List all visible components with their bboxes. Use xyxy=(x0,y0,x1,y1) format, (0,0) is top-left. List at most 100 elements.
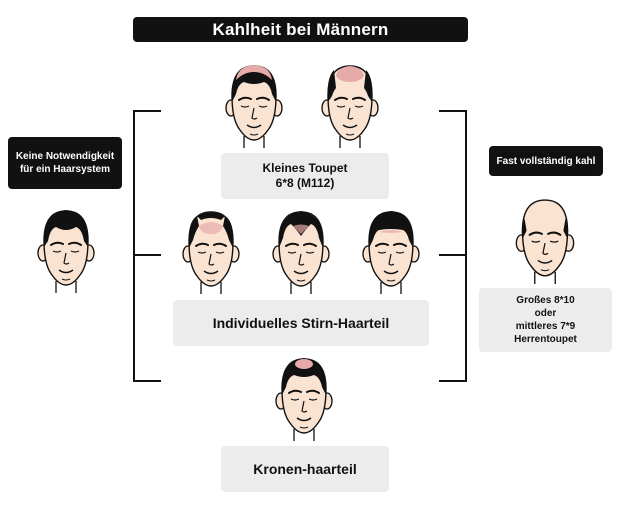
neck xyxy=(290,282,312,294)
head-full-hair-icon xyxy=(37,210,95,293)
large-toupee-line-1: Großes 8*10 xyxy=(516,295,575,306)
left-bracket-vertical xyxy=(133,110,135,382)
right-eyebrow xyxy=(393,242,407,247)
face xyxy=(521,199,569,277)
right-eye xyxy=(395,251,405,254)
mouth xyxy=(383,270,399,275)
left-eye xyxy=(377,251,387,254)
mouth xyxy=(296,417,312,422)
almost-bald-text: Fast vollständig kahl xyxy=(496,155,596,167)
left-eye xyxy=(240,105,250,108)
right-eyebrow xyxy=(256,96,270,101)
no-hair-system-line-1: Keine Notwendigkeit xyxy=(15,151,115,162)
nose xyxy=(298,253,305,266)
head-crown-spot-icon xyxy=(275,358,333,441)
left-eye xyxy=(336,105,346,108)
left-bracket-bottom xyxy=(133,380,161,382)
right-eyebrow xyxy=(213,242,227,247)
neck xyxy=(339,136,361,148)
large-toupee-line-4: Herrentoupet xyxy=(514,334,577,345)
large-toupee-line-3: mittleres 7*9 xyxy=(515,321,576,332)
right-bracket-bottom xyxy=(439,380,467,382)
right-eye xyxy=(354,105,364,108)
neck xyxy=(55,281,77,293)
head-almost-bald-icon xyxy=(515,199,575,284)
left-eyebrow xyxy=(238,96,252,101)
right-eye xyxy=(549,240,559,243)
head-receding-temples-icon xyxy=(272,211,330,294)
mouth xyxy=(537,259,553,264)
chin xyxy=(206,279,216,282)
hair xyxy=(327,70,373,102)
left-eyebrow xyxy=(288,389,302,394)
right-bracket-middle xyxy=(439,254,467,256)
left-eye xyxy=(52,250,62,253)
right-eyebrow xyxy=(352,96,366,101)
no-hair-system-line-2: für ein Haarsystem xyxy=(19,164,111,175)
chin xyxy=(249,133,259,136)
left-eyebrow xyxy=(528,231,543,236)
neck xyxy=(200,282,222,294)
nose xyxy=(251,107,258,120)
chin xyxy=(345,133,355,136)
mouth xyxy=(293,270,309,275)
right-bracket-top xyxy=(439,110,467,112)
large-toupee-box: Großes 8*10 oder mittleres 7*9 Herrentou… xyxy=(479,288,612,352)
left-eye xyxy=(287,251,297,254)
head-receding-wide-icon xyxy=(182,211,240,294)
right-eye xyxy=(308,398,318,401)
head-receding-slight-icon xyxy=(362,211,420,294)
left-eyebrow xyxy=(334,96,348,101)
head-crown-bald-icon xyxy=(225,65,283,148)
left-eye xyxy=(531,240,541,243)
no-hair-system-label: Keine Notwendigkeit für ein Haarsystem xyxy=(8,137,122,189)
chin xyxy=(296,279,306,282)
large-toupee-line-2: oder xyxy=(534,308,557,319)
chin xyxy=(61,278,71,281)
chin xyxy=(386,279,396,282)
page-title-text: Kahlheit bei Männern xyxy=(212,19,389,39)
hair xyxy=(43,210,89,247)
neck xyxy=(534,271,556,284)
right-eye xyxy=(258,105,268,108)
page-title: Kahlheit bei Männern xyxy=(133,17,468,42)
bald-patch xyxy=(199,222,223,234)
mouth xyxy=(246,124,262,129)
left-eyebrow xyxy=(50,241,64,246)
frontal-hairpiece-text: Individuelles Stirn-Haarteil xyxy=(212,315,390,331)
bald-patch xyxy=(379,230,403,233)
chin xyxy=(299,426,309,429)
hair xyxy=(281,358,327,395)
right-eyebrow xyxy=(68,241,82,246)
right-eye xyxy=(70,250,80,253)
right-bracket-vertical xyxy=(465,110,467,382)
neck xyxy=(380,282,402,294)
right-eyebrow xyxy=(547,231,562,236)
left-eyebrow xyxy=(195,242,209,247)
nose xyxy=(388,253,395,266)
right-eye xyxy=(305,251,315,254)
small-toupee-box: Kleines Toupet 6*8 (M112) xyxy=(221,153,389,199)
bald-patch xyxy=(336,66,364,82)
nose xyxy=(542,242,549,255)
mouth xyxy=(203,270,219,275)
left-bracket-top xyxy=(133,110,161,112)
bald-patch xyxy=(293,224,309,234)
mouth xyxy=(58,269,74,274)
left-eye xyxy=(197,251,207,254)
nose xyxy=(208,253,215,266)
frontal-hairpiece-box: Individuelles Stirn-Haarteil xyxy=(173,300,429,346)
nose xyxy=(347,107,354,120)
neck xyxy=(293,429,315,441)
hair xyxy=(368,211,414,248)
nose xyxy=(63,252,70,265)
neck xyxy=(243,136,265,148)
chin xyxy=(540,269,550,272)
head-top-thinning-icon xyxy=(321,65,379,148)
bald-patch xyxy=(295,359,313,369)
right-eye xyxy=(215,251,225,254)
left-eye xyxy=(290,398,300,401)
right-eyebrow xyxy=(306,389,320,394)
crown-hairpiece-box: Kronen-haarteil xyxy=(221,446,389,492)
almost-bald-label: Fast vollständig kahl xyxy=(489,146,603,176)
